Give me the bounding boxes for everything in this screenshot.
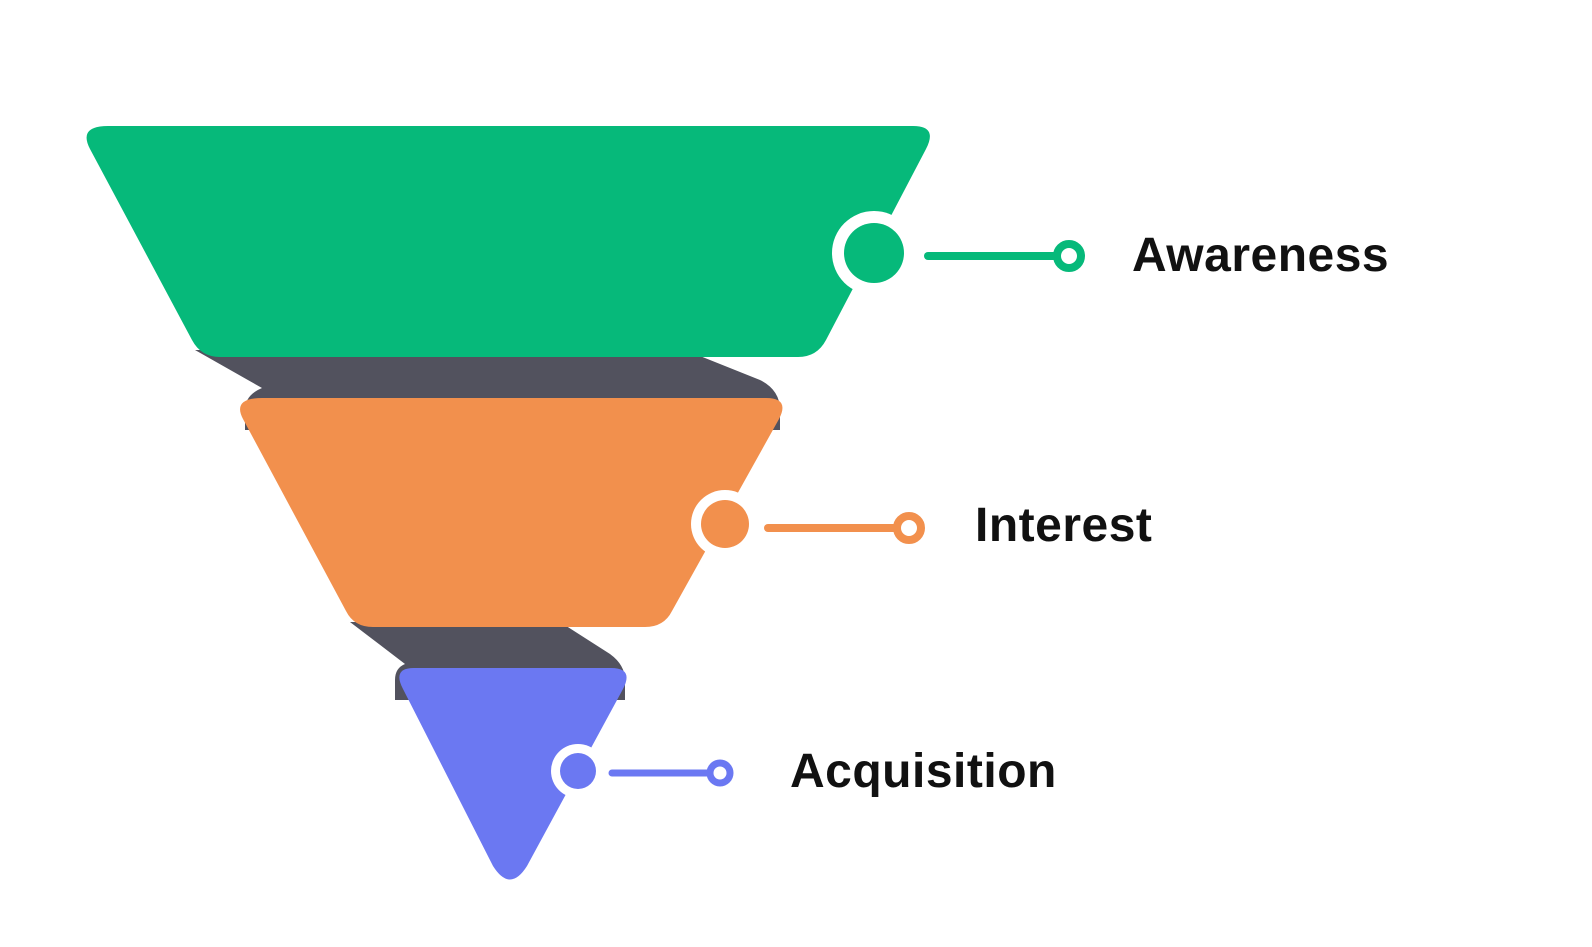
awareness-endpoint-ring <box>1053 240 1085 272</box>
interest-endpoint-ring <box>893 512 925 544</box>
interest-marker-dot <box>701 500 749 548</box>
stage-label-acquisition: Acquisition <box>790 745 1057 798</box>
stage-label-interest: Interest <box>975 499 1153 552</box>
acquisition-endpoint-ring <box>706 759 734 787</box>
funnel-stage-interest <box>240 398 783 627</box>
stage-label-awareness: Awareness <box>1132 229 1390 282</box>
funnel-stage-awareness <box>86 126 930 357</box>
funnel-stage-acquisition <box>399 668 627 880</box>
acquisition-marker-dot <box>560 753 596 789</box>
awareness-marker-dot <box>844 223 904 283</box>
